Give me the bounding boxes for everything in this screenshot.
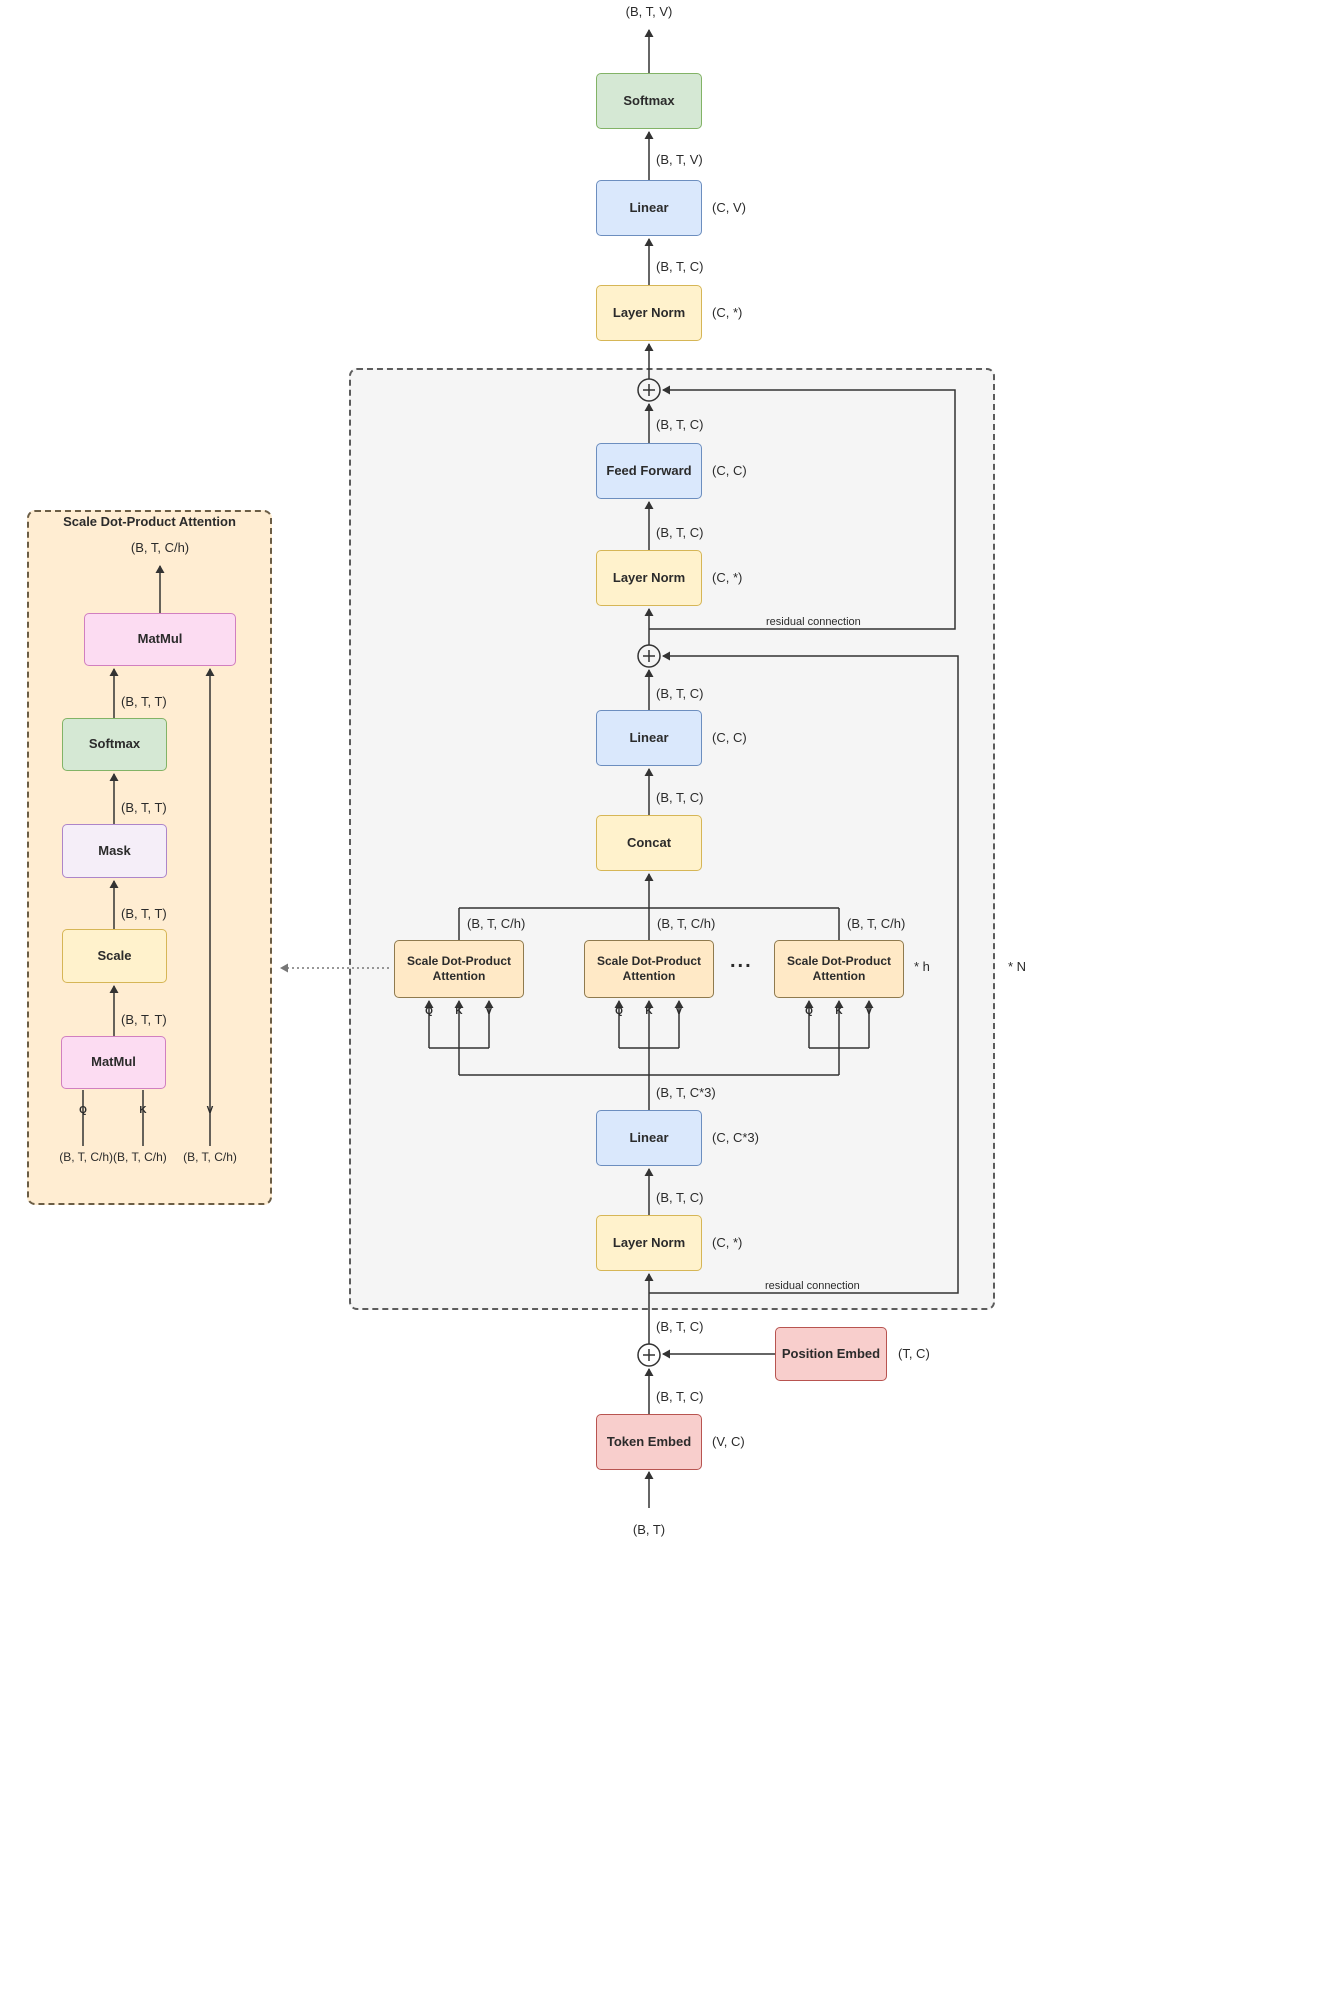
linear-head-dim-label: (C, V) — [712, 200, 746, 215]
linear-qkv-node: Linear — [596, 1110, 702, 1166]
detail-shape-label: (B, T, T) — [121, 800, 167, 815]
concat-node: Concat — [596, 815, 702, 871]
attention-head-3-node: Scale Dot-Product Attention — [774, 940, 904, 998]
shape-label: (B, T, C) — [656, 1190, 704, 1205]
detail-scale-node: Scale — [62, 929, 167, 983]
v-label: V — [675, 1006, 683, 1017]
layer-norm-dim-label: (C, *) — [712, 305, 743, 320]
k-label: K — [835, 1006, 843, 1017]
attention-head-2-node: Scale Dot-Product Attention — [584, 940, 714, 998]
shape-label: (B, T, C*3) — [656, 1085, 716, 1100]
detail-k-label: K — [139, 1105, 147, 1116]
layer-norm-dim-label: (C, *) — [712, 1235, 743, 1250]
detail-shape-label: (B, T, T) — [121, 906, 167, 921]
ellipsis-label: ... — [730, 950, 753, 972]
detail-input-v-shape-label: (B, T, C/h) — [183, 1150, 237, 1164]
q-label: Q — [805, 1006, 813, 1017]
layer-norm-1-node: Layer Norm — [596, 1215, 702, 1271]
heads-multiplier-label: * h — [914, 959, 930, 974]
detail-matmul-1-node: MatMul — [61, 1036, 166, 1089]
add-position-embed-node — [637, 1343, 661, 1367]
linear-qkv-dim-label: (C, C*3) — [712, 1130, 759, 1145]
detail-softmax-node: Softmax — [62, 718, 167, 771]
shape-label: (B, T, C) — [656, 1389, 704, 1404]
position-embed-node: Position Embed — [775, 1327, 887, 1381]
detail-matmul-2-node: MatMul — [84, 613, 236, 666]
head-shape-label: (B, T, C/h) — [467, 916, 526, 931]
detail-shape-label: (B, T, T) — [121, 694, 167, 709]
linear-proj-dim-label: (C, C) — [712, 730, 747, 745]
attention-head-1-node: Scale Dot-Product Attention — [394, 940, 524, 998]
token-embed-dim-label: (V, C) — [712, 1434, 745, 1449]
shape-label: (B, T, C) — [656, 790, 704, 805]
detail-q-label: Q — [79, 1105, 87, 1116]
input-shape-label: (B, T) — [632, 1522, 666, 1537]
token-embed-node: Token Embed — [596, 1414, 702, 1470]
head-shape-label: (B, T, C/h) — [847, 916, 906, 931]
feed-forward-node: Feed Forward — [596, 443, 702, 499]
softmax-head-node: Softmax — [596, 73, 702, 129]
shape-label: (B, T, C) — [656, 259, 704, 274]
linear-head-node: Linear — [596, 180, 702, 236]
detail-v-label: V — [206, 1105, 214, 1116]
v-label: V — [485, 1006, 493, 1017]
k-label: K — [645, 1006, 653, 1017]
shape-label: (B, T, C) — [656, 525, 704, 540]
v-label: V — [865, 1006, 873, 1017]
detail-input-qk-shape-label: (B, T, C/h)(B, T, C/h) — [59, 1150, 167, 1164]
linear-proj-node: Linear — [596, 710, 702, 766]
detail-output-shape-label: (B, T, C/h) — [130, 540, 190, 555]
residual-connection-label: residual connection — [766, 616, 861, 628]
final-layer-norm-node: Layer Norm — [596, 285, 702, 341]
shape-label: (B, T, V) — [656, 152, 703, 167]
residual-connection-label: residual connection — [765, 1280, 860, 1292]
head-shape-label: (B, T, C/h) — [657, 916, 716, 931]
layer-norm-dim-label: (C, *) — [712, 570, 743, 585]
q-label: Q — [425, 1006, 433, 1017]
position-embed-dim-label: (T, C) — [898, 1346, 930, 1361]
output-shape-label: (B, T, V) — [625, 4, 673, 19]
detail-mask-node: Mask — [62, 824, 167, 878]
shape-label: (B, T, C) — [656, 417, 704, 432]
shape-label: (B, T, C) — [656, 1319, 704, 1334]
k-label: K — [455, 1006, 463, 1017]
shape-label: (B, T, C) — [656, 686, 704, 701]
q-label: Q — [615, 1006, 623, 1017]
feed-forward-dim-label: (C, C) — [712, 463, 747, 478]
detail-panel-title: Scale Dot-Product Attention — [63, 514, 236, 529]
detail-shape-label: (B, T, T) — [121, 1012, 167, 1027]
block-multiplier-label: * N — [1008, 959, 1027, 974]
layer-norm-2-node: Layer Norm — [596, 550, 702, 606]
